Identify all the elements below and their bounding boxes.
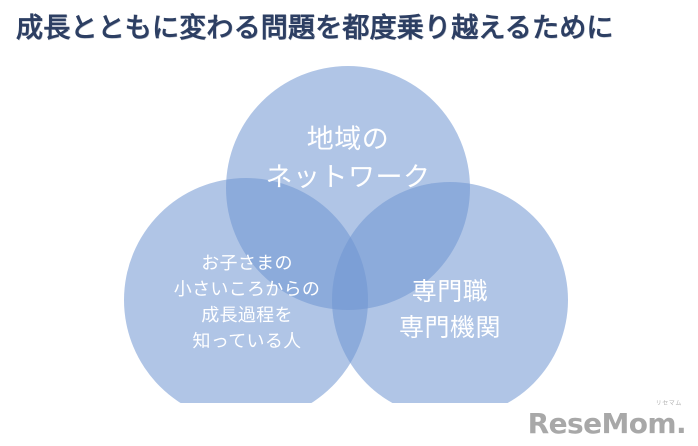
resemom-logo: ReseMom. リセマム — [527, 401, 687, 440]
resemom-ruby-text: リセマム — [655, 400, 682, 407]
venn-circles-graphic — [124, 66, 568, 403]
resemom-wordmark-suffix: Mom — [601, 407, 676, 440]
venn-diagram: 地域の ネットワーク お子さまの 小さいころからの 成長過程を 知っている人 専… — [0, 58, 698, 403]
resemom-wordmark: ReseMom. リセマム — [527, 401, 687, 440]
venn-circle-specialists-institutions — [332, 182, 568, 403]
venn-circle-knows-childhood-growth — [124, 178, 368, 403]
resemom-wordmark-prefix: Rese — [527, 407, 602, 440]
resemom-wordmark-dot: . — [675, 407, 687, 440]
page-title-bar: 成長とともに変わる問題を都度乗り越えるために — [0, 0, 698, 58]
page-title: 成長とともに変わる問題を都度乗り越えるために — [16, 13, 614, 44]
